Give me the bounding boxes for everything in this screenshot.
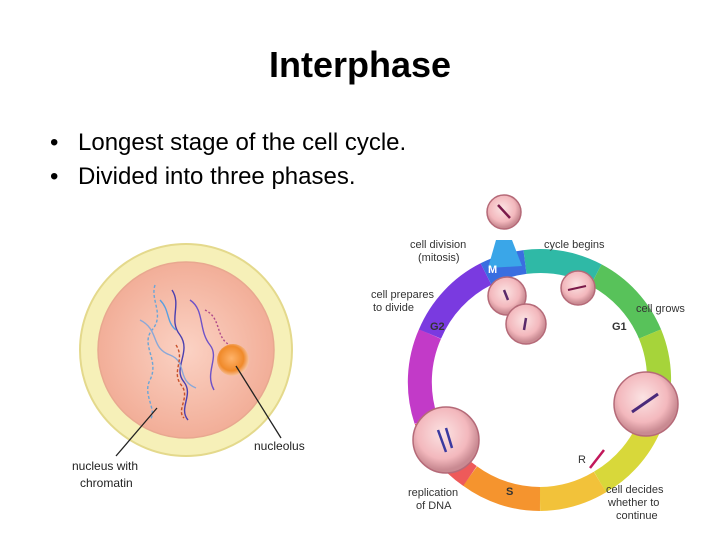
- cell-mitosis-pair: [487, 276, 547, 345]
- cell-cycle-diagram: M G1 G2 S R cell division (mit: [371, 194, 685, 522]
- ring-segment-m-g1: [523, 249, 602, 286]
- nucleus-pointer: [115, 407, 158, 457]
- bullet-item: • Divided into three phases.: [50, 160, 406, 194]
- bullet-text: Longest stage of the cell cycle.: [78, 129, 407, 156]
- nucleus-label-line1: nucleus with: [72, 459, 138, 473]
- replication-label-line1: replication: [408, 487, 458, 499]
- prepares-label-line1: cell prepares: [371, 289, 434, 301]
- phase-g1-label: G1: [612, 321, 627, 333]
- ring-segment-g2b: [407, 329, 442, 424]
- phase-r-label: R: [578, 454, 586, 466]
- phase-s-label: S: [506, 486, 513, 498]
- ring-segment-g1: [590, 264, 662, 340]
- bullet-item: • Longest stage of the cell cycle.: [50, 126, 406, 160]
- cycle-begins-label: cycle begins: [544, 239, 605, 251]
- nucleus-label-line2: chromatin: [80, 476, 133, 490]
- division-label-line2: (mitosis): [418, 252, 460, 264]
- cell-g1-small: [560, 270, 596, 306]
- bullet-list: • Longest stage of the cell cycle. • Divid…: [50, 126, 406, 194]
- bullet-text: Divided into three phases.: [78, 163, 356, 190]
- nucleolus-label: nucleolus: [254, 439, 305, 453]
- phase-g2-label: G2: [430, 321, 445, 333]
- restriction-point-marker: [589, 449, 605, 469]
- division-label-line1: cell division: [410, 239, 466, 251]
- cell-g1-large: [613, 371, 679, 437]
- grows-label: cell grows: [636, 303, 685, 315]
- nucleolus: [217, 344, 249, 376]
- replication-label-line2: of DNA: [416, 500, 452, 512]
- ring-segment-s2: [462, 466, 541, 511]
- decides-label-line1: cell decides: [606, 484, 664, 496]
- interphase-cell: nucleolus nucleus with chromatin: [72, 243, 305, 490]
- cell-dividing-top: [486, 194, 522, 230]
- decides-label-line3: continue: [616, 510, 658, 522]
- decides-label-line2: whether to: [607, 497, 659, 509]
- prepares-label-line2: to divide: [373, 302, 414, 314]
- nucleolus-pointer: [235, 365, 282, 439]
- slide-title: Interphase: [268, 44, 452, 85]
- phase-m-label: M: [488, 264, 497, 276]
- cell-g2: [412, 406, 480, 474]
- nucleus: [97, 261, 275, 439]
- chromatin-strands: [139, 284, 231, 421]
- ring-segment-s1: [539, 471, 607, 511]
- bullet-icon: •: [50, 129, 59, 156]
- bullet-icon: •: [50, 163, 59, 190]
- mitosis-branch: [488, 240, 522, 268]
- ring-segment-g2c: [418, 263, 492, 339]
